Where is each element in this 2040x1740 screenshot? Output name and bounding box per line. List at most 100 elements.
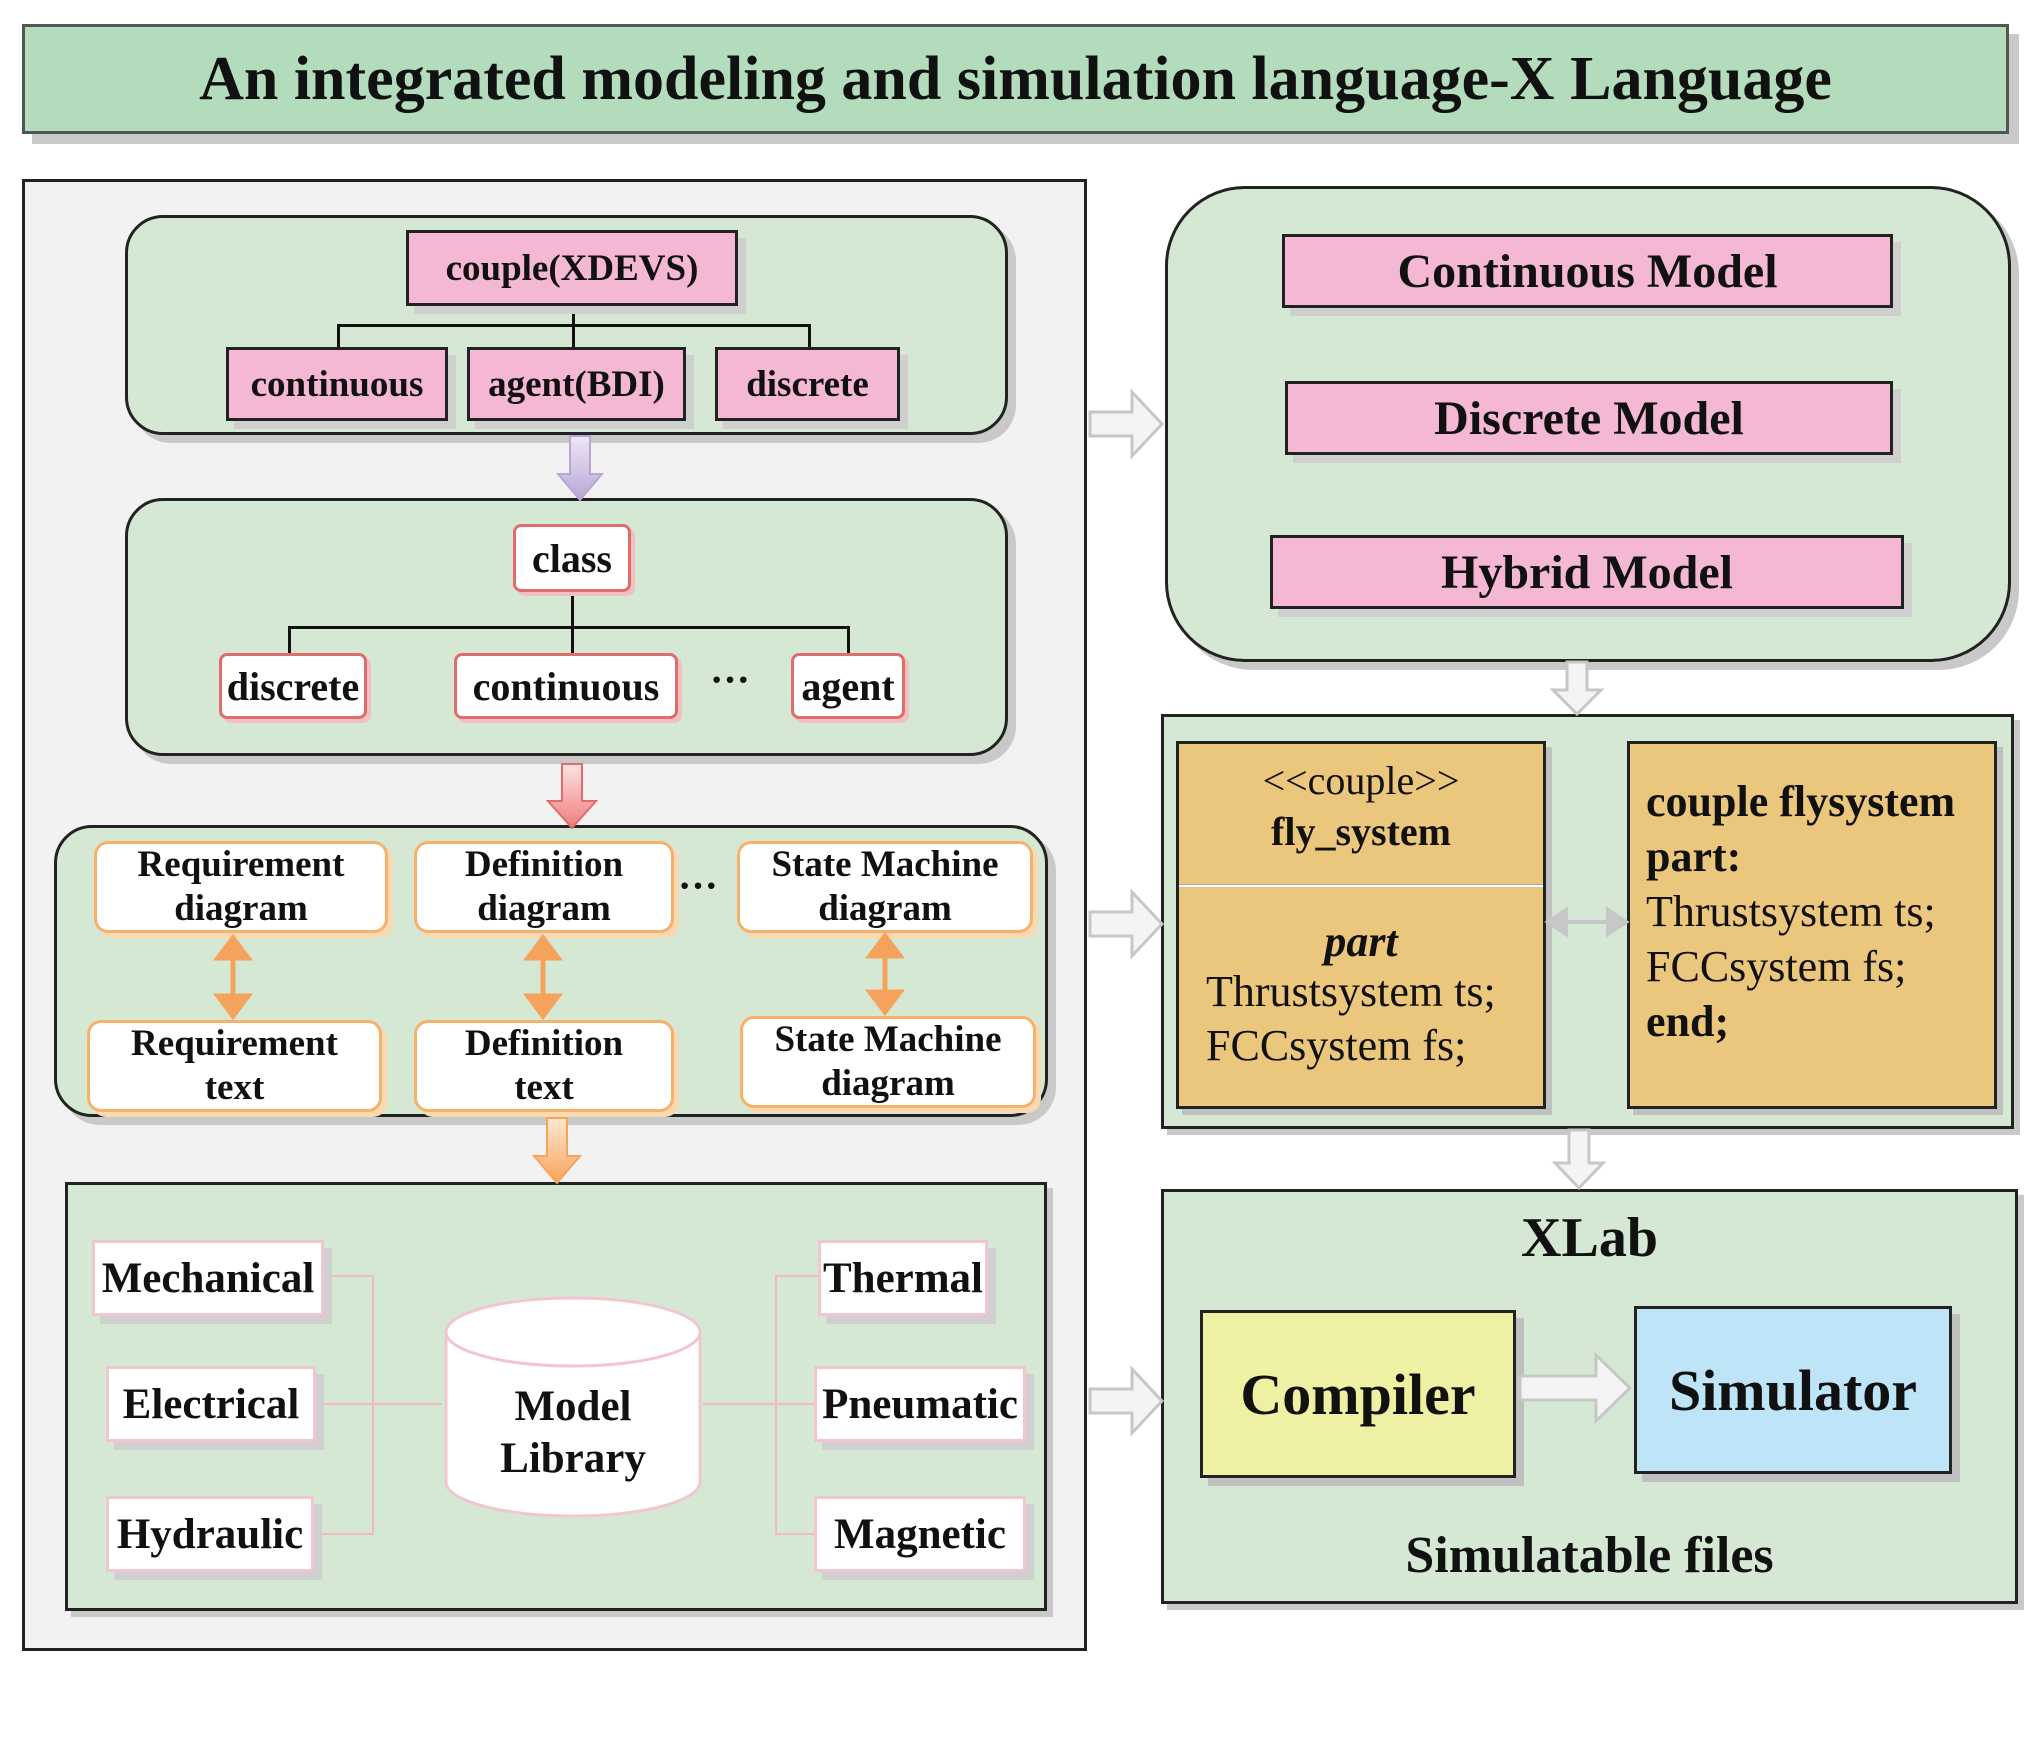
flysystem-divider — [1179, 884, 1543, 887]
couple-root-label: couple(XDEVS) — [445, 247, 699, 289]
arrow-couple-to-class — [555, 435, 605, 502]
definition-diagram-line1: Definition — [464, 843, 624, 885]
requirement-text-line2: text — [204, 1067, 265, 1108]
library-right-link-1 — [775, 1275, 819, 1277]
discrete-model-label: Discrete Model — [1434, 391, 1744, 445]
library-left-link-2 — [312, 1403, 442, 1405]
discrete-model-box: Discrete Model — [1285, 381, 1893, 455]
flysystem-line-text: Thrustsystem ts; — [1206, 967, 1496, 1016]
diagram-ellipsis-text: ··· — [677, 862, 719, 908]
double-arrow-flysystem-code — [1544, 906, 1630, 938]
library-item-label: Mechanical — [101, 1254, 315, 1302]
couple-child-label: agent(BDI) — [488, 363, 665, 405]
flysystem-stereotype: <<couple>> — [1176, 754, 1546, 806]
arrow-to-xlab — [1088, 1365, 1165, 1437]
library-item-electrical: Electrical — [106, 1366, 316, 1442]
xlab-footer-text: Simulatable files — [1405, 1526, 1774, 1584]
couple-child-continuous: continuous — [226, 347, 448, 421]
library-item-label: Thermal — [822, 1254, 984, 1302]
class-child-label: continuous — [472, 663, 660, 709]
couple-root-box: couple(XDEVS) — [406, 230, 738, 306]
code-line-fcc: FCCsystem fs; — [1646, 942, 1907, 991]
arrow-flysystem-to-xlab — [1551, 1128, 1607, 1191]
arrow-models-to-flysystem — [1549, 660, 1605, 717]
compiler-box: Compiler — [1200, 1310, 1516, 1478]
class-child-label: discrete — [226, 663, 360, 709]
library-right-bus — [775, 1275, 777, 1535]
definition-diagram-line2: diagram — [477, 888, 611, 929]
definition-text-line2: text — [514, 1067, 574, 1108]
simulator-box: Simulator — [1634, 1306, 1952, 1474]
hybrid-model-label: Hybrid Model — [1440, 545, 1733, 599]
arrow-to-models — [1088, 388, 1165, 460]
library-left-bus — [372, 1275, 374, 1535]
couple-child-agent: agent(BDI) — [467, 347, 686, 421]
library-item-label: Magnetic — [834, 1510, 1006, 1558]
class-root-box: class — [513, 524, 631, 592]
state-machine-diagram-line2: diagram — [818, 888, 952, 929]
couple-child-label: continuous — [250, 363, 424, 405]
library-item-pneumatic: Pneumatic — [814, 1366, 1026, 1442]
arrow-to-flysystem — [1088, 888, 1165, 960]
state-machine-diagram-line1: State Machine — [771, 843, 999, 885]
couple-connector-1 — [337, 324, 340, 348]
flysystem-part-text: part — [1324, 916, 1398, 966]
class-ellipsis-text: ··· — [709, 656, 751, 702]
class-root-label: class — [532, 535, 612, 581]
flysystem-stereotype-text: <<couple>> — [1262, 757, 1460, 803]
class-connector-root — [571, 592, 574, 628]
hybrid-model-box: Hybrid Model — [1270, 535, 1904, 609]
code-line-end: end; — [1646, 997, 1730, 1046]
code-line-part: part: — [1646, 832, 1742, 881]
double-arrow-requirement — [213, 933, 253, 1021]
class-child-discrete: discrete — [219, 653, 367, 719]
code-box: couple flysystem part: Thrustsystem ts; … — [1627, 741, 1997, 1109]
couple-child-discrete: discrete — [715, 347, 900, 421]
class-child-label: agent — [801, 663, 895, 709]
compiler-label: Compiler — [1240, 1361, 1476, 1427]
flysystem-name-text: fly_system — [1271, 808, 1451, 854]
state-machine-bottom-line1: State Machine — [774, 1018, 1002, 1060]
flysystem-line-1: Thrustsystem ts; — [1206, 966, 1546, 1022]
flysystem-name: fly_system — [1176, 805, 1546, 857]
requirement-diagram-line1: Requirement — [137, 843, 345, 885]
requirement-diagram-line2: diagram — [174, 888, 308, 929]
flysystem-line-text: FCCsystem fs; — [1206, 1021, 1467, 1070]
library-item-label: Electrical — [122, 1380, 300, 1428]
library-item-thermal: Thermal — [818, 1240, 988, 1316]
page-title: An integrated modeling and simulation la… — [22, 24, 2009, 134]
double-arrow-state-machine — [865, 931, 905, 1017]
model-library-line2: Library — [500, 1435, 646, 1482]
couple-child-label: discrete — [746, 363, 869, 405]
title-text: An integrated modeling and simulation la… — [199, 44, 1832, 113]
class-connector-1 — [288, 626, 291, 654]
definition-text-line1: Definition — [464, 1022, 624, 1064]
class-child-agent: agent — [791, 653, 905, 719]
double-arrow-definition — [523, 933, 563, 1021]
library-item-label: Hydraulic — [116, 1510, 304, 1558]
library-item-magnetic: Magnetic — [814, 1496, 1026, 1572]
flysystem-line-2: FCCsystem fs; — [1206, 1020, 1546, 1076]
simulator-label: Simulator — [1668, 1357, 1918, 1423]
class-connector-h — [288, 626, 849, 629]
library-right-link-2 — [703, 1403, 817, 1405]
couple-connector-2 — [572, 324, 575, 348]
library-item-mechanical: Mechanical — [92, 1240, 324, 1316]
code-line-thrust: Thrustsystem ts; — [1646, 887, 1936, 936]
state-machine-bottom-line2: diagram — [821, 1063, 955, 1104]
couple-connector-3 — [808, 324, 811, 348]
diagram-ellipsis: ··· — [672, 860, 724, 910]
code-line-header: couple flysystem — [1646, 777, 1956, 826]
arrow-compiler-to-simulator — [1518, 1351, 1633, 1425]
couple-connector-root — [572, 305, 575, 325]
requirement-text-line1: Requirement — [131, 1022, 338, 1064]
arrow-class-to-diagrams — [545, 763, 599, 830]
library-item-label: Pneumatic — [822, 1380, 1018, 1428]
